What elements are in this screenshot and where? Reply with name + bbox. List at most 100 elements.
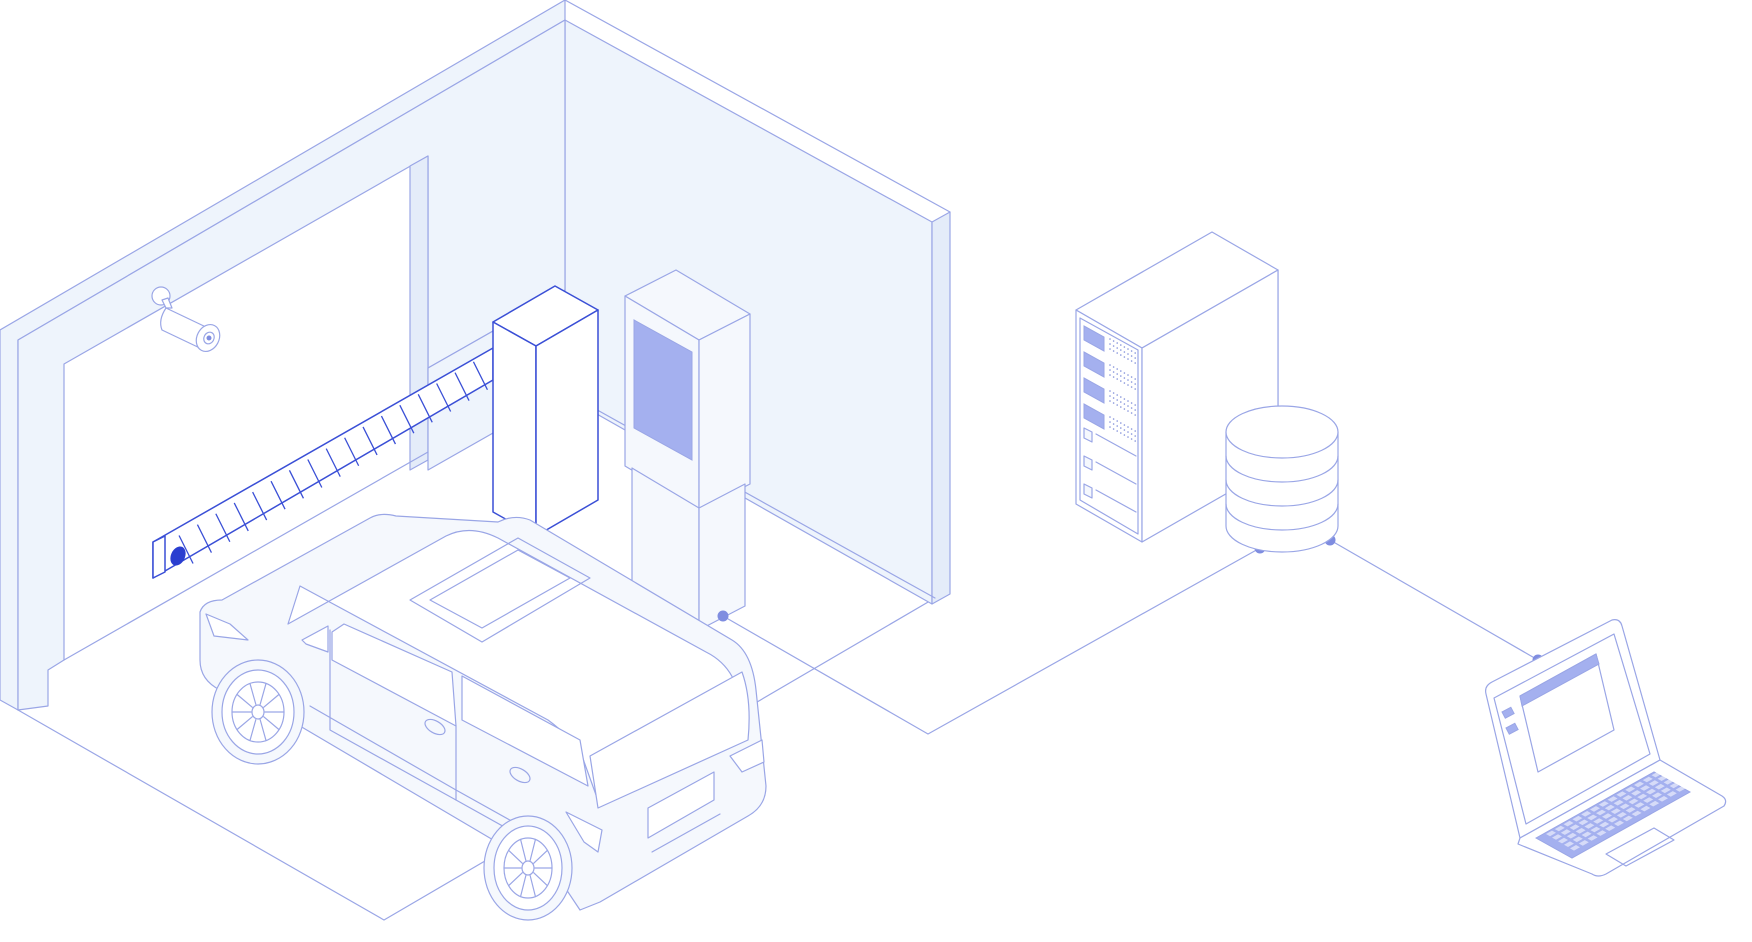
server-vent-dot (1120, 349, 1122, 351)
connection-kiosk-database (722, 547, 1261, 735)
laptop-key (1554, 825, 1565, 832)
server-vent-dot (1116, 404, 1118, 406)
boom-barrier-icon (492, 285, 599, 537)
wheel-spoke (263, 693, 280, 708)
server-vent-dot (1109, 400, 1111, 402)
server-vent-dot (1109, 338, 1111, 340)
laptop-screen-icon-1 (1501, 706, 1515, 719)
barrier-stripe (436, 383, 452, 412)
server-vent-dot (1112, 345, 1115, 347)
laptop-touchpad (1605, 827, 1675, 867)
server-vent-dot (1127, 358, 1129, 360)
kiosk-icon (624, 269, 751, 631)
server-vent-dot (1112, 340, 1115, 342)
wheel-spoke (236, 693, 253, 708)
server-vent-dot (1134, 388, 1136, 390)
connector-node-kiosk (717, 610, 729, 622)
server-drive-bay (1083, 403, 1105, 430)
laptop-key (1578, 819, 1589, 826)
barrier-stripe (307, 459, 323, 488)
laptop-key (1581, 811, 1592, 817)
server-vent-dot (1112, 392, 1115, 394)
server-vent-dot (1116, 378, 1118, 380)
server-vent-dot (1109, 348, 1111, 350)
server-vent-dot (1109, 374, 1111, 376)
security-camera (151, 286, 221, 352)
laptop-key (1622, 815, 1633, 822)
laptop-key (1598, 801, 1609, 807)
car-door-line-front (329, 629, 457, 801)
server-vent-dot (1123, 346, 1126, 348)
server-vent-dot (1123, 429, 1126, 431)
barrier-post-front (492, 321, 537, 537)
garage-back-wall-edge (931, 211, 951, 605)
server-vent-dot (1112, 418, 1115, 420)
laptop-key (1552, 834, 1562, 840)
garage-wall-top (564, 0, 951, 213)
laptop-key (1587, 835, 1598, 841)
server-vent-dot (1109, 426, 1111, 428)
server-vent-dot (1123, 434, 1126, 436)
server-vent-dot (1130, 355, 1133, 357)
server-vent-dot (1116, 368, 1118, 370)
server-vent-dot (1116, 399, 1118, 401)
laptop-key (1593, 818, 1604, 824)
server-drive-bay (1083, 351, 1105, 378)
server-unit-button (1083, 455, 1093, 471)
server-vent-dot (1127, 379, 1129, 381)
car-headlight (729, 739, 765, 773)
server-vent-dot (1134, 440, 1136, 442)
server-vent-dot (1120, 427, 1122, 429)
laptop-key (1646, 788, 1656, 795)
laptop-key (1652, 792, 1662, 798)
laptop-key (1604, 804, 1615, 811)
server-vent-dot (1123, 398, 1126, 400)
server-vent-dot (1109, 369, 1111, 371)
laptop-key (1564, 841, 1574, 847)
server-vent-dot (1130, 428, 1133, 430)
server-front (1075, 309, 1143, 543)
laptop-key (1642, 776, 1653, 783)
server-vent-dot (1112, 376, 1115, 378)
server-vent-dot (1127, 431, 1129, 433)
server-unit-line (1095, 433, 1137, 457)
server-vent-dot (1123, 377, 1126, 379)
server-vent-dot (1116, 347, 1118, 349)
server-vent-dot (1127, 436, 1129, 438)
cctv-camera-icon (151, 286, 221, 352)
laptop-lid-inner (1493, 633, 1651, 825)
barrier-stripe (399, 404, 415, 434)
car-icon (199, 513, 767, 921)
car-wheel-front (483, 815, 573, 921)
barrier-stripe (215, 513, 231, 543)
laptop-key (1560, 829, 1571, 835)
server-vent-dot (1134, 362, 1136, 364)
laptop-key (1616, 791, 1627, 797)
server-vent-dot (1123, 351, 1126, 353)
laptop-key (1596, 830, 1607, 836)
wheel-spoke (507, 872, 523, 887)
server-vent-dot (1109, 416, 1111, 418)
wheel-spoke (507, 849, 523, 864)
barrier-stripe (380, 415, 397, 445)
car-quarter-window (301, 625, 329, 653)
laptop-key (1569, 824, 1580, 830)
barrier-stripe (325, 448, 341, 477)
server-unit-button (1083, 483, 1093, 499)
garage-back-wall (564, 19, 933, 605)
wheel-spoke (529, 838, 537, 861)
server-vent-dot (1123, 424, 1126, 426)
server-vent-dot (1120, 396, 1122, 398)
server-vent-dot (1120, 375, 1122, 377)
car-door-handle-rear (509, 766, 531, 784)
server-vent-dot (1109, 390, 1111, 392)
laptop-key (1596, 809, 1606, 816)
server-units (1083, 325, 1137, 513)
payment-kiosk (624, 269, 751, 631)
server-vent-dot (1116, 420, 1118, 422)
server-vent-dot (1130, 438, 1133, 440)
server-vent-dot (1120, 354, 1122, 356)
database (1225, 405, 1339, 553)
laptop-key (1631, 810, 1642, 817)
